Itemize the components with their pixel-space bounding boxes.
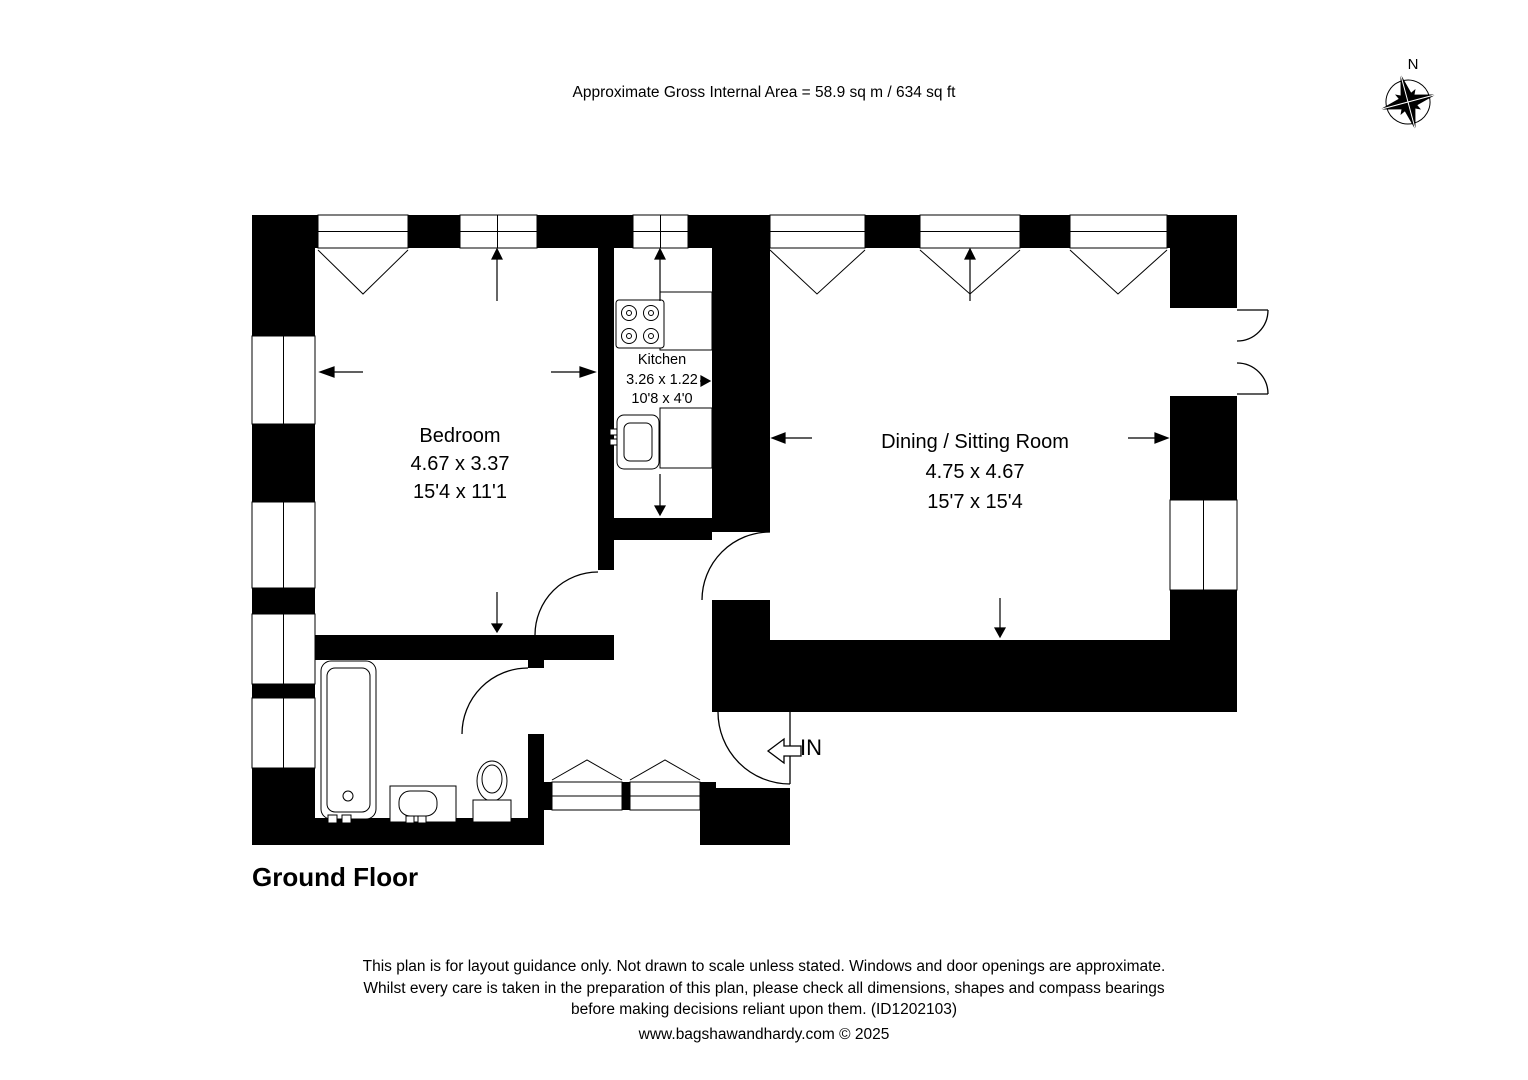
bedroom-dims-metric: 4.67 x 3.37 [410,453,510,475]
dining-arrow-right [1128,432,1170,444]
bedroom-label: Bedroom 4.67 x 3.37 15'4 x 11'1 [340,422,580,506]
toilet-bowl-inner [481,764,503,794]
bedroom-arrow-up [491,247,503,301]
bedroom-arrow-down [490,592,504,634]
bedroom-arrow-left [318,366,363,378]
entrance-in-arrow-icon [766,737,802,765]
french-door-arc-top [1236,309,1269,342]
bathtub [320,660,377,820]
french-door-opening [1170,308,1237,396]
kitchen-sink-bowl [623,422,653,462]
dining-dims-imperial: 15'7 x 15'4 [927,491,1023,513]
bedroom-arrow-right [551,366,597,378]
kitchen-sink-tap [609,428,618,436]
bedroom-name: Bedroom [419,425,501,447]
vanity-tap [405,815,415,824]
bathroom-door-arc [461,667,529,735]
kitchen-label: Kitchen 3.26 x 1.22 10'8 x 4'0 [602,351,722,410]
compass-north-label: N [1407,56,1419,73]
window-glazing-lines [283,215,1204,797]
area-note: Approximate Gross Internal Area = 58.9 s… [572,84,956,101]
walls [252,215,1237,845]
dining-name: Dining / Sitting Room [881,431,1069,453]
floor-title: Ground Floor [252,862,419,892]
bathtub-tap [327,814,338,824]
kitchen-dims-imperial: 10'8 x 4'0 [629,391,695,407]
toilet-bowl [476,760,508,802]
bedroom-door-arc [534,571,599,636]
counter-lower [659,407,713,469]
vanity-tap [417,815,427,824]
doors [461,309,1269,785]
kitchen-arrow-down [653,474,667,517]
toilet-cistern [472,799,512,823]
website-credit: www.bagshawandhardy.com © 2025 [638,1026,890,1043]
kitchen-name: Kitchen [635,352,689,368]
kitchen-arrow-up [654,247,666,301]
kitchen-sink-tap [609,438,618,446]
hob [615,299,665,349]
compass-rose-icon [1379,73,1437,131]
kitchen-dims-metric: 3.26 x 1.22 [624,371,700,388]
bathtub-tap [341,814,352,824]
measure-arrows [318,247,1170,639]
dining-arrow-up [964,247,976,301]
dining-arrow-left [770,432,812,444]
kitchen-fixtures [609,291,713,470]
disclaimer-line-2: Whilst every care is taken in the prepar… [363,979,1165,997]
dining-dims-metric: 4.75 x 4.67 [925,461,1025,483]
bedroom-dims-imperial: 15'4 x 11'1 [412,481,507,503]
french-door-arc-bottom [1236,362,1269,395]
dining-door-arc [701,531,771,601]
bathroom-fixtures [320,660,512,824]
dining-arrow-down [993,598,1007,639]
entrance-in-label: IN [800,735,822,760]
disclaimer: This plan is for layout guidance only. N… [0,956,1528,1021]
disclaimer-line-1: This plan is for layout guidance only. N… [362,958,1166,975]
counter-upper [659,291,713,351]
entrance-door-arc [717,711,791,785]
bathtub-inner [326,667,371,813]
bathtub-drain [342,790,354,802]
dining-sitting-room-label: Dining / Sitting Room 4.75 x 4.67 15'7 x… [855,427,1095,517]
disclaimer-line-3: before making decisions reliant upon the… [570,1001,957,1018]
